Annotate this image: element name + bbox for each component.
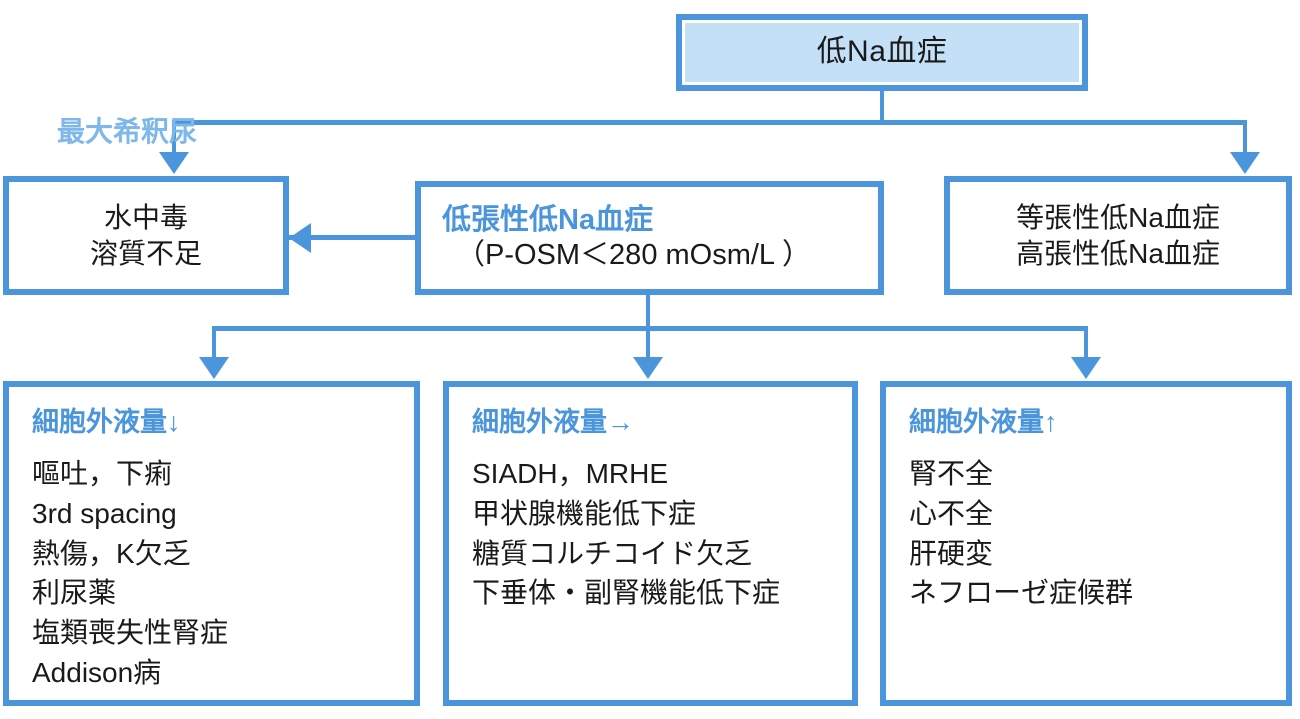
connector-bottom-left-drop (212, 326, 216, 359)
caption-maximum-diluted-urine: 最大希釈尿 (57, 116, 198, 147)
node-water-intoxication-inner: 水中毒 溶質不足 (12, 185, 280, 286)
arrowhead-to-iso-hyper (1230, 152, 1260, 174)
node-hyponatremia-inner: 低Na血症 (685, 23, 1079, 82)
list-item: 肝硬変 (909, 537, 994, 569)
list-item: 利尿薬 (32, 577, 117, 609)
iso-hyper-line-1: 等張性低Na血症 (1016, 201, 1220, 233)
connector-top-right-drop (1243, 120, 1247, 154)
connector-top-left-drop (172, 120, 176, 154)
list-item: Addison病 (32, 656, 162, 688)
ecf-increased-heading: 細胞外液量↑ (909, 407, 1058, 437)
node-ecf-normal-inner: 細胞外液量→ SIADH，MRHE 甲状腺機能低下症 糖質コルチコイド欠乏 下垂… (452, 390, 849, 697)
hypotonic-heading: 低張性低Na血症 (442, 204, 654, 237)
hypotonic-criteria: （P-OSM＜280 mOsm/L ） (456, 239, 812, 271)
list-item: SIADH，MRHE (472, 458, 669, 490)
node-hyponatremia-label: 低Na血症 (816, 35, 948, 69)
arrowhead-to-ecf-decreased (199, 357, 229, 379)
list-item: 下垂体・副腎機能低下症 (472, 577, 781, 609)
node-ecf-increased-inner: 細胞外液量↑ 腎不全 心不全 肝硬変 ネフローゼ症候群 (889, 390, 1283, 697)
arrowhead-to-ecf-increased (1071, 357, 1101, 379)
connector-bottom-stem (646, 295, 650, 345)
node-ecf-decreased: 細胞外液量↓ 嘔吐，下痢 3rd spacing 熱傷，K欠乏 利尿薬 塩類喪失… (3, 381, 420, 706)
node-hypotonic-inner: 低張性低Na血症 （P-OSM＜280 mOsm/L ） (424, 190, 875, 286)
node-water-intoxication: 水中毒 溶質不足 (3, 176, 289, 295)
node-ecf-increased: 細胞外液量↑ 腎不全 心不全 肝硬変 ネフローゼ症候群 (880, 381, 1292, 706)
connector-bottom-right-drop (1084, 326, 1088, 359)
connector-bottom-split-bar (212, 326, 1088, 331)
arrowhead-to-ecf-normal (633, 357, 663, 379)
ecf-normal-heading: 細胞外液量→ (472, 407, 634, 437)
list-item: 嘔吐，下痢 (32, 458, 173, 490)
node-hyponatremia: 低Na血症 (676, 14, 1088, 91)
node-ecf-decreased-inner: 細胞外液量↓ 嘔吐，下痢 3rd spacing 熱傷，K欠乏 利尿薬 塩類喪失… (12, 390, 411, 697)
arrowhead-to-hypotonic (159, 152, 189, 174)
node-ecf-normal: 細胞外液量→ SIADH，MRHE 甲状腺機能低下症 糖質コルチコイド欠乏 下垂… (443, 381, 858, 706)
connector-bottom-middle-drop (646, 326, 650, 359)
list-item: 塩類喪失性腎症 (32, 617, 229, 649)
node-hypotonic-hyponatremia: 低張性低Na血症 （P-OSM＜280 mOsm/L ） (415, 181, 884, 295)
list-item: 心不全 (909, 497, 994, 529)
ecf-decreased-list: 嘔吐，下痢 3rd spacing 熱傷，K欠乏 利尿薬 塩類喪失性腎症 Add… (32, 454, 411, 693)
list-item: 糖質コルチコイド欠乏 (472, 537, 753, 569)
ecf-decreased-heading: 細胞外液量↓ (32, 407, 181, 437)
connector-top-split-bar (172, 120, 1247, 125)
connector-top-stem (880, 91, 884, 124)
iso-hyper-line-2: 高張性低Na血症 (1016, 237, 1220, 269)
list-item: ネフローゼ症候群 (909, 577, 1134, 609)
list-item: 熱傷，K欠乏 (32, 537, 191, 569)
ecf-increased-list: 腎不全 心不全 肝硬変 ネフローゼ症候群 (909, 454, 1283, 613)
node-isotonic-hypertonic-inner: 等張性低Na血症 高張性低Na血症 (953, 185, 1283, 286)
list-item: 腎不全 (909, 458, 994, 490)
node-isotonic-hypertonic: 等張性低Na血症 高張性低Na血症 (944, 176, 1292, 295)
list-item: 甲状腺機能低下症 (472, 497, 697, 529)
water-intoxication-line-2: 溶質不足 (89, 237, 202, 269)
list-item: 3rd spacing (32, 497, 177, 529)
ecf-normal-list: SIADH，MRHE 甲状腺機能低下症 糖質コルチコイド欠乏 下垂体・副腎機能低… (472, 454, 849, 613)
water-intoxication-line-1: 水中毒 (103, 201, 188, 233)
connector-hypotonic-to-water-intoxication (289, 235, 415, 240)
